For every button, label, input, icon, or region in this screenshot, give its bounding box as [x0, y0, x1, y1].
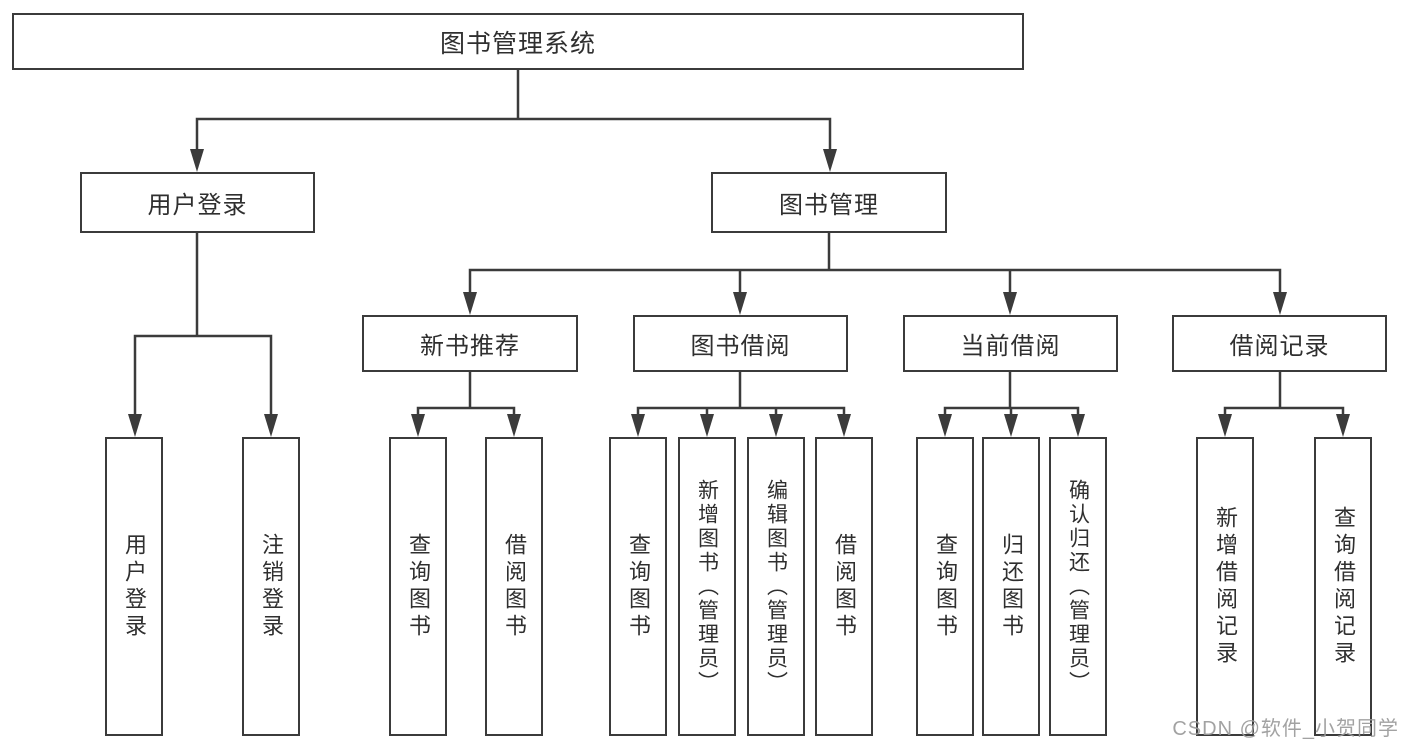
leaf-confirm-return-admin: 确认归还（管理员）	[1049, 437, 1107, 736]
leaf-add-borrow-record: 新增借阅记录	[1196, 437, 1254, 736]
node-library-management-system: 图书管理系统	[12, 13, 1024, 70]
leaf-add-book-admin: 新增图书（管理员）	[678, 437, 736, 736]
leaf-edit-book-admin: 编辑图书（管理员）	[747, 437, 805, 736]
leaf-query-book-current: 查询图书	[916, 437, 974, 736]
arrowheads	[128, 149, 1350, 437]
leaf-return-book: 归还图书	[982, 437, 1040, 736]
node-new-book-recommend: 新书推荐	[362, 315, 578, 372]
leaf-user-login: 用户登录	[105, 437, 163, 736]
leaf-query-book-recommend: 查询图书	[389, 437, 447, 736]
node-book-management-branch: 图书管理	[711, 172, 947, 233]
leaf-borrow-book-recommend: 借阅图书	[485, 437, 543, 736]
node-book-borrow: 图书借阅	[633, 315, 848, 372]
leaf-query-book-borrow: 查询图书	[609, 437, 667, 736]
node-user-login-branch: 用户登录	[80, 172, 315, 233]
csdn-watermark: CSDN @软件_小贺同学	[1172, 718, 1399, 740]
leaf-query-borrow-record: 查询借阅记录	[1314, 437, 1372, 736]
node-borrow-record: 借阅记录	[1172, 315, 1387, 372]
leaf-logout: 注销登录	[242, 437, 300, 736]
leaf-borrow-book: 借阅图书	[815, 437, 873, 736]
node-current-borrow: 当前借阅	[903, 315, 1118, 372]
